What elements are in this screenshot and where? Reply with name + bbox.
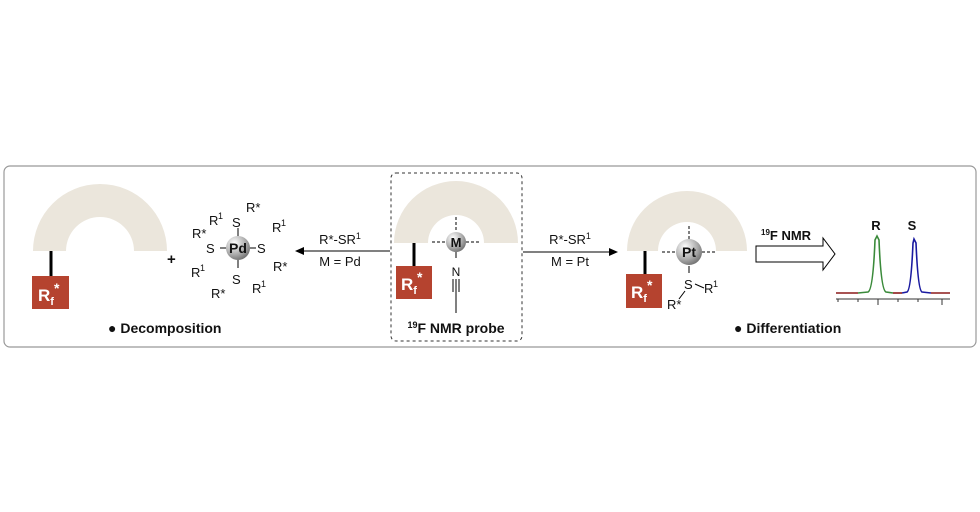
svg-text:R*-SR1: R*-SR1: [549, 231, 591, 247]
svg-text:R*: R*: [192, 226, 206, 241]
svg-text:Rf*: Rf*: [631, 277, 653, 305]
svg-text:S: S: [206, 241, 215, 256]
plus-sign: +: [167, 251, 176, 268]
svg-text:Rf*: Rf*: [401, 269, 423, 297]
rf-tag: [32, 276, 69, 309]
svg-text:R: R: [272, 220, 281, 235]
svg-text:M = Pt: M = Pt: [551, 254, 589, 269]
svg-text:R*-SR1: R*-SR1: [319, 231, 361, 247]
svg-text:Pd: Pd: [229, 240, 247, 256]
svg-text:R*: R*: [211, 286, 225, 301]
arrow-to-pd: R*-SR1 M = Pd: [295, 231, 390, 269]
differentiation-caption: ● Differentiation: [734, 320, 841, 336]
svg-text:1: 1: [200, 263, 205, 273]
svg-text:S: S: [908, 218, 917, 233]
svg-text:Pt: Pt: [682, 244, 696, 260]
svg-text:S: S: [257, 241, 266, 256]
nmr-arrow: 19F NMR: [755, 228, 836, 272]
svg-text:19F NMR probe: 19F NMR probe: [407, 320, 504, 336]
svg-text:M: M: [451, 235, 462, 250]
svg-text:19F NMR: 19F NMR: [761, 228, 812, 243]
svg-text:S: S: [232, 215, 241, 230]
svg-text:S: S: [684, 277, 693, 292]
svg-text:R: R: [871, 218, 881, 233]
svg-text:R*: R*: [273, 259, 287, 274]
svg-text:R*: R*: [246, 200, 260, 215]
svg-text:1: 1: [713, 279, 718, 289]
svg-text:R: R: [252, 281, 261, 296]
panel-border: [3, 165, 977, 348]
arrow-to-pt: R*-SR1 M = Pt: [523, 231, 618, 269]
peak-r: [857, 234, 894, 294]
svg-text:1: 1: [218, 211, 223, 221]
empty-receptor: Rf*: [32, 184, 167, 309]
svg-text:R*: R*: [667, 297, 681, 312]
metal-atom: [446, 232, 466, 252]
svg-text:R: R: [209, 213, 218, 228]
decomposition-caption: ● Decomposition: [108, 320, 221, 336]
svg-text:M = Pd: M = Pd: [319, 254, 361, 269]
peak-s: [901, 236, 932, 294]
svg-text:R: R: [191, 265, 200, 280]
svg-text:S: S: [232, 272, 241, 287]
nmr-spectrum: R S: [836, 218, 950, 305]
svg-text:R: R: [704, 281, 713, 296]
svg-text:1: 1: [281, 218, 286, 228]
svg-text:Rf*: Rf*: [38, 280, 60, 308]
svg-text:N: N: [452, 265, 461, 279]
pt-atom: [676, 239, 702, 265]
pd-atom: [226, 236, 250, 260]
svg-text:1: 1: [261, 279, 266, 289]
nmr-probe: Rf* M N 19F NMR probe: [390, 172, 523, 342]
